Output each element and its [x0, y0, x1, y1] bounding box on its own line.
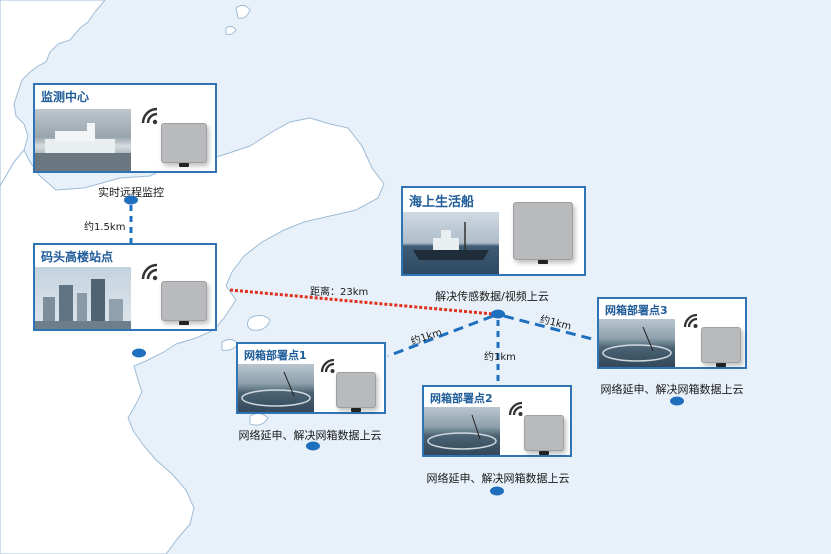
island: [246, 314, 271, 331]
station-title: 码头高楼站点: [41, 250, 114, 264]
station-title: 监测中心: [41, 90, 90, 104]
card-pointer: [499, 242, 507, 254]
station-photo: [35, 267, 131, 329]
station-photo: [35, 109, 131, 171]
wifi-signal-icon: [508, 401, 528, 421]
land-area-main: [0, 117, 385, 554]
wifi-signal-icon: [320, 358, 340, 378]
link-hub-cage1: [387, 314, 494, 358]
station-photo: [238, 364, 314, 412]
skyline-image: [35, 279, 131, 329]
wifi-signal-icon: [683, 313, 703, 333]
station-caption: 网络延申、解决网箱数据上云: [600, 383, 744, 396]
wifi-signal-icon: [141, 263, 163, 285]
ferry-terminal-image: [35, 123, 131, 171]
card-pointer: [675, 339, 682, 351]
distance-label: 约1km: [484, 352, 516, 363]
station-caption: 解决传感数据/视频上云: [435, 290, 549, 303]
wireless-bridge-icon: [161, 123, 207, 167]
station-card-cage1[interactable]: 网箱部署点1: [236, 342, 386, 414]
map-pin-icon[interactable]: [306, 441, 320, 451]
island: [225, 25, 237, 35]
fish-cage-image: [241, 371, 311, 407]
card-pointer: [500, 427, 507, 439]
fishing-vessel-image: [413, 222, 489, 260]
station-caption: 网络延申、解决网箱数据上云: [426, 472, 570, 485]
island: [249, 412, 269, 426]
map-pin-icon[interactable]: [132, 348, 146, 358]
card-pointer: [131, 143, 139, 155]
wireless-bridge-icon: [524, 415, 564, 455]
station-title: 网箱部署点3: [605, 304, 668, 317]
station-card-monitor[interactable]: 监测中心: [33, 83, 217, 173]
station-card-cage3[interactable]: 网箱部署点3: [597, 297, 747, 369]
card-pointer: [131, 291, 139, 303]
wireless-bridge-icon: [161, 281, 207, 325]
map-pin-icon[interactable]: [124, 195, 138, 205]
wireless-bridge-icon: [513, 202, 573, 264]
fish-cage-image: [602, 326, 672, 362]
station-photo: [424, 407, 500, 455]
station-title: 海上生活船: [409, 195, 475, 210]
island: [235, 4, 251, 19]
station-title: 网箱部署点1: [244, 349, 307, 362]
link-pier-ship: [229, 288, 494, 316]
station-card-pier[interactable]: 码头高楼站点: [33, 243, 217, 331]
distance-label: 距离：23km: [310, 287, 369, 298]
map-pin-icon[interactable]: [490, 486, 504, 496]
station-card-ship[interactable]: 海上生活船: [401, 186, 586, 276]
station-title: 网箱部署点2: [430, 392, 493, 405]
card-pointer: [314, 384, 321, 396]
map-pin-icon[interactable]: [670, 396, 684, 406]
fish-cage-image: [427, 414, 497, 450]
station-photo: [599, 319, 675, 367]
wifi-signal-icon: [141, 107, 163, 129]
wireless-bridge-icon: [336, 372, 376, 412]
station-caption: 网络延申、解决网箱数据上云: [238, 429, 382, 442]
station-photo: [403, 212, 499, 274]
distance-label: 约1.5km: [84, 222, 126, 233]
map-pin-icon[interactable]: [491, 309, 505, 319]
wireless-bridge-icon: [701, 327, 741, 367]
station-caption: 实时远程监控: [98, 186, 164, 199]
station-card-cage2[interactable]: 网箱部署点2: [422, 385, 572, 457]
